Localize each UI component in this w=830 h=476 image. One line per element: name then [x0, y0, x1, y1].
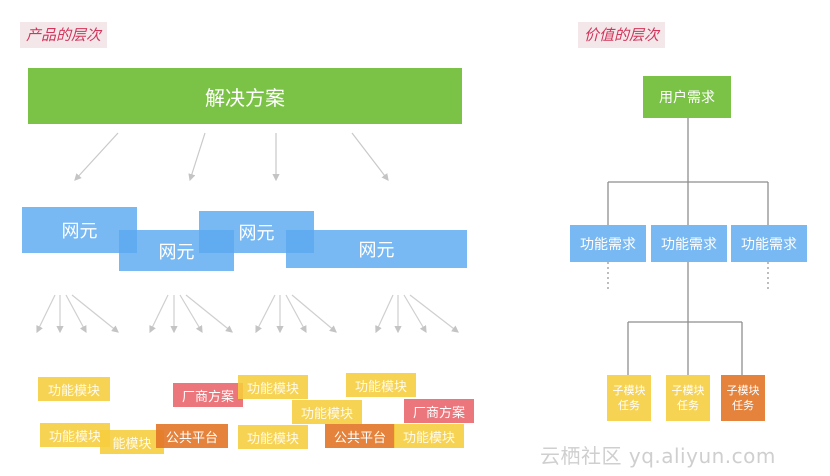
submodule-line1: 子模块 — [612, 384, 646, 397]
network-element-1: 网元 — [22, 207, 137, 253]
common-platform: 公共平台 — [156, 424, 228, 448]
arrows-solution-to-ne — [74, 132, 389, 182]
submodule-box-1: 子模块 任务 — [607, 375, 651, 421]
submodule-line1: 子模块 — [671, 384, 705, 397]
network-element-4: 网元 — [286, 230, 467, 268]
submodule-line2: 任务 — [618, 399, 640, 412]
feature-module: 功能模块 — [292, 400, 362, 424]
watermark: 云栖社区 yq.aliyun.com — [540, 444, 776, 468]
submodule-box-3: 子模块 任务 — [721, 375, 765, 421]
user-need-box: 用户需求 — [643, 76, 731, 118]
feature-need-box-3: 功能需求 — [731, 225, 807, 262]
tree-lines — [607, 118, 769, 375]
vendor-solution: 厂商方案 — [404, 399, 474, 423]
value-levels-label: 价值的层次 — [578, 22, 666, 48]
product-levels-label: 产品的层次 — [20, 22, 108, 48]
solution-box: 解决方案 — [28, 68, 462, 124]
vendor-solution: 厂商方案 — [173, 383, 243, 407]
feature-need-box-2: 功能需求 — [651, 225, 727, 262]
feature-module-partial: 能模块 — [100, 430, 164, 454]
feature-module: 功能模块 — [40, 423, 110, 447]
feature-module: 功能模块 — [394, 424, 464, 448]
submodule-line1: 子模块 — [726, 384, 760, 397]
submodule-box-2: 子模块 任务 — [666, 375, 710, 421]
feature-module: 功能模块 — [38, 377, 110, 401]
common-platform: 公共平台 — [325, 424, 395, 448]
arrows-ne-to-modules — [36, 294, 459, 334]
feature-need-box-1: 功能需求 — [570, 225, 646, 262]
submodule-line2: 任务 — [677, 399, 699, 412]
feature-module: 功能模块 — [238, 425, 308, 449]
feature-module: 功能模块 — [238, 375, 308, 399]
feature-module: 功能模块 — [346, 373, 416, 397]
submodule-line2: 任务 — [732, 399, 754, 412]
